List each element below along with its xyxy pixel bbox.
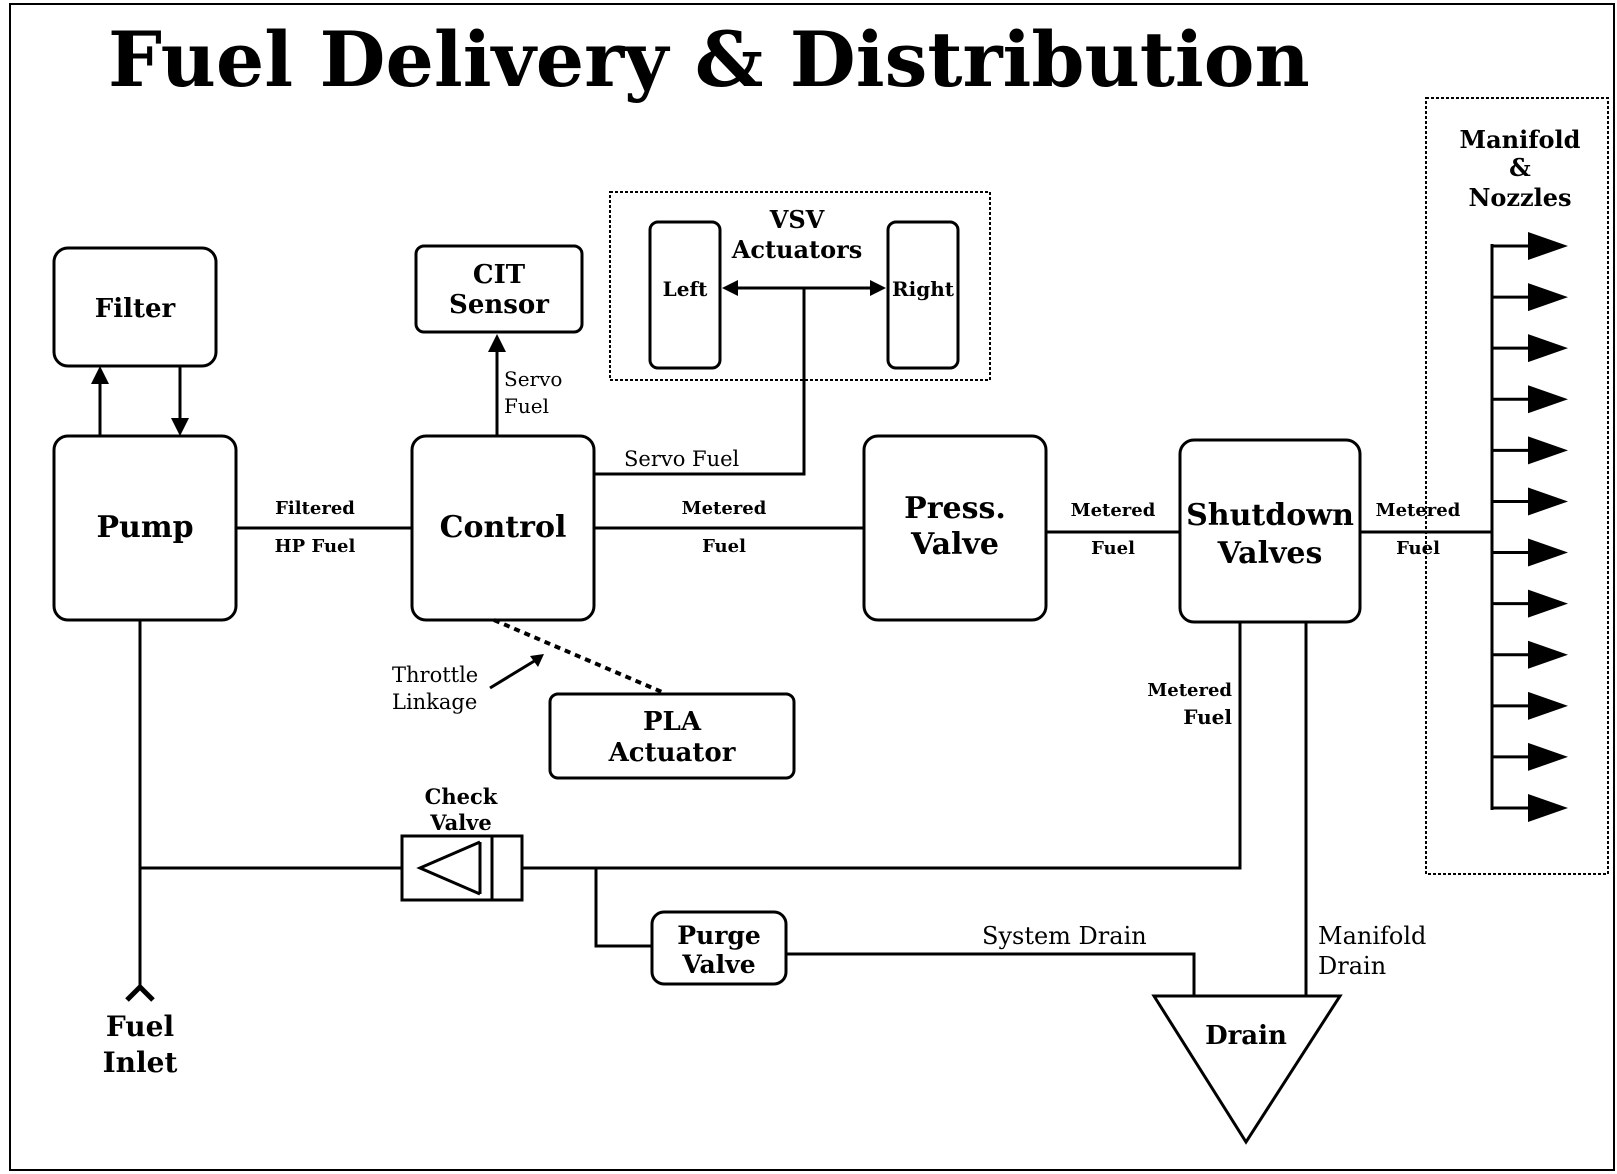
- nozzle-arrows: [1492, 232, 1568, 822]
- valves-label: Valves: [1217, 536, 1323, 571]
- fuel-inlet-label-2: Inlet: [103, 1046, 178, 1079]
- diagram-title: Fuel Delivery & Distribution: [108, 15, 1310, 104]
- nozzle-arrow: [1492, 385, 1568, 414]
- nozzle-arrow: [1492, 538, 1568, 567]
- nozzle-arrow: [1492, 436, 1568, 465]
- drain-label: Drain: [1205, 1021, 1287, 1051]
- purge-label: Purge: [677, 921, 761, 950]
- linkage-label: Linkage: [392, 690, 477, 714]
- check-valve-block: Check Valve: [400, 784, 524, 902]
- nozzle-arrow: [1492, 794, 1568, 822]
- fuel-label-4: Fuel: [1183, 705, 1232, 729]
- throttle-linkage-line: [493, 618, 663, 694]
- actuators-label: Actuators: [731, 235, 863, 264]
- manifold-label: Manifold: [1460, 125, 1581, 154]
- system-drain-label: System Drain: [982, 922, 1147, 950]
- metered-fuel-return-line: [522, 622, 1242, 870]
- servo-fuel-label: Fuel: [504, 394, 549, 418]
- fuel-label-2: Fuel: [1091, 538, 1135, 559]
- check-valve-label: Valve: [429, 810, 492, 835]
- ampersand-label: &: [1509, 153, 1531, 182]
- purge-valve-block: Purge Valve: [650, 910, 788, 986]
- nozzles-label: Nozzles: [1468, 183, 1571, 212]
- throttle-pointer-head: [530, 654, 544, 667]
- pump-label: Pump: [96, 510, 193, 545]
- control-label: Control: [440, 510, 567, 545]
- nozzle-arrow: [1492, 640, 1568, 669]
- vsv-left-label: Left: [663, 277, 708, 301]
- filtered-label: Filtered: [275, 498, 355, 519]
- check-label: Check: [425, 784, 498, 809]
- shutdown-label: Shutdown: [1186, 498, 1354, 533]
- servo-fuel-vsv-line: [594, 288, 806, 476]
- drain-block: Drain: [1151, 994, 1343, 1145]
- cit-sensor-block: CIT Sensor: [414, 244, 584, 334]
- cit-label: CIT: [473, 260, 526, 290]
- fuel-inlet-label-1: Fuel: [106, 1010, 174, 1043]
- purge-valve-label: Valve: [681, 950, 755, 979]
- nozzle-arrow: [1492, 742, 1568, 771]
- press-valve-block: Press. Valve: [862, 434, 1048, 622]
- purge-feed-line: [594, 868, 652, 948]
- filter-pump-lines: [91, 366, 189, 436]
- metered-label-2: Metered: [1071, 500, 1156, 521]
- filter-label: Filter: [95, 294, 176, 324]
- sensor-label: Sensor: [449, 290, 549, 320]
- pla-label: PLA: [643, 707, 702, 737]
- metered-label-4: Metered: [1147, 680, 1232, 701]
- nozzle-arrow: [1492, 334, 1568, 363]
- fuel-inlet-arrow: [125, 983, 155, 1002]
- press-label: Press.: [904, 491, 1006, 526]
- manifold-nozzles-group: Manifold & Nozzles: [1425, 97, 1609, 875]
- hp-fuel-label: HP Fuel: [275, 536, 356, 557]
- control-block: Control: [410, 434, 596, 622]
- filter-block: Filter: [52, 246, 218, 368]
- actuator-label: Actuator: [608, 738, 736, 768]
- fuel-label-1: Fuel: [702, 536, 746, 557]
- vsv-right-label: Right: [892, 277, 955, 301]
- vsv-label: VSV: [769, 205, 825, 234]
- pla-actuator-block: PLA Actuator: [548, 692, 796, 780]
- nozzle-arrow: [1492, 283, 1568, 312]
- shutdown-valves-block: Shutdown Valves: [1178, 438, 1362, 624]
- throttle-label: Throttle: [392, 663, 478, 687]
- vsv-right-block: [886, 220, 960, 370]
- nozzle-arrow: [1492, 589, 1568, 618]
- metered-label-3: Metered: [1376, 500, 1461, 521]
- manifold-drain-label-2: Drain: [1318, 952, 1386, 980]
- pump-block: Pump: [52, 434, 238, 622]
- manifold-drain-label-1: Manifold: [1318, 922, 1426, 950]
- vsv-actuators-group: VSV Actuators Left Right: [609, 191, 991, 381]
- fuel-label-3: Fuel: [1396, 538, 1440, 559]
- valve-label: Valve: [910, 527, 999, 562]
- system-drain-line: [786, 952, 1196, 996]
- diagram-border: [9, 3, 1615, 1171]
- throttle-pointer: [489, 658, 537, 690]
- metered-label-1: Metered: [682, 498, 767, 519]
- servo-label: Servo: [504, 367, 562, 391]
- vsv-left-block: [648, 220, 722, 370]
- nozzle-arrow: [1492, 232, 1568, 260]
- nozzle-arrow: [1492, 691, 1568, 720]
- servo-fuel-vsv-label: Servo Fuel: [624, 447, 740, 471]
- nozzle-arrow: [1492, 487, 1568, 516]
